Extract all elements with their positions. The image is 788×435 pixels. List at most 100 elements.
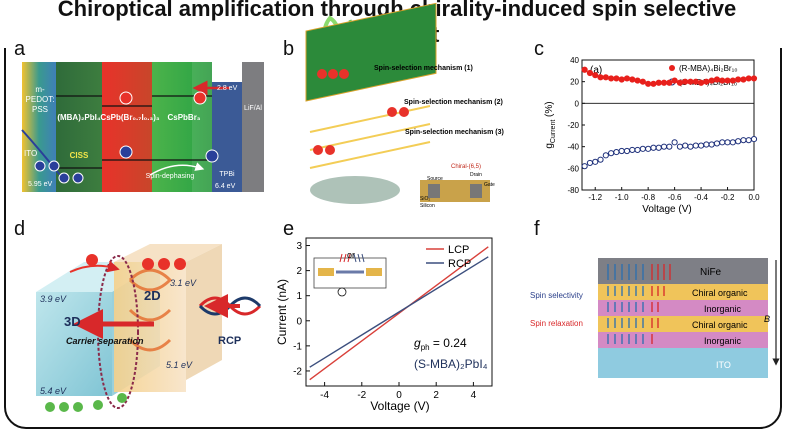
chart-c-xtick-label: -1.2	[588, 193, 602, 202]
block-2d	[114, 262, 186, 392]
chart-e-ytick-label: 0	[296, 316, 302, 327]
chart-e-compound: (S-MBA)₂PbI₄	[414, 357, 488, 371]
label-nife: NiFe	[700, 267, 722, 278]
chart-e-xtick-label: 0	[396, 390, 402, 401]
chart-e-xlabel: Voltage (V)	[370, 399, 429, 413]
label-lif: LiF/Al	[244, 105, 262, 112]
chart-e-ytick-label: -1	[293, 341, 302, 352]
label-mechanism-3: Spin-selection mechanism (3)	[405, 129, 504, 136]
label-5-4ev: 5.4 eV	[40, 386, 67, 396]
label-5-95ev: 5.95 eV	[28, 181, 52, 188]
label-carrier-separation: Carrier separation	[66, 336, 144, 346]
chart-e-line-lcp	[309, 246, 489, 381]
chart-e-ytick-label: 2	[296, 266, 302, 277]
chart-e-ylabel: Current (nA)	[275, 279, 289, 345]
label-source: Source	[427, 176, 443, 182]
label-chiral-organic-1: Chiral organic	[692, 288, 748, 298]
chart-e-legend-lcp: LCP	[448, 244, 469, 256]
chart-e-xtick-label: 4	[471, 390, 477, 401]
chart-c-ytick-label: 0	[575, 99, 580, 108]
label-inorganic-1: Inorganic	[704, 304, 742, 314]
label-ciss: CISS	[70, 151, 89, 160]
label-ito: ITO	[24, 149, 37, 158]
chart-c-point-s	[597, 156, 604, 163]
label-mechanism-2: Spin-selection mechanism (2)	[404, 99, 503, 106]
chart-c-point-s	[671, 139, 678, 146]
chart-e-g-value: gph = 0.24	[414, 336, 467, 352]
layer-chiral-1	[598, 284, 768, 300]
label-silicon: Silicon	[420, 203, 435, 209]
chart-c-point-r	[671, 77, 678, 84]
chart-c-inset-label: (a)	[590, 65, 602, 76]
chart-c-point-s	[750, 135, 758, 143]
chart-e-ytick-label: -2	[293, 366, 302, 377]
label-tpbi: TPBi	[219, 171, 235, 178]
label-rcp: RCP	[218, 335, 241, 347]
layer-nife	[598, 258, 768, 284]
label-spin-dephasing: Spin-dephasing	[146, 173, 195, 180]
label-pedot-1: m-	[35, 85, 45, 94]
layer-ito	[598, 348, 768, 378]
chart-c-xtick-label: 0.0	[748, 193, 760, 202]
chart-c-ytick-label: -80	[567, 186, 579, 195]
chart-c-ytick-label: -20	[567, 121, 579, 130]
chart-e-xtick-label: 2	[433, 390, 439, 401]
chart-c-point-s	[581, 163, 588, 170]
chart-c-point-s	[602, 152, 609, 159]
chart-c-ytick-label: -60	[567, 164, 579, 173]
nanotube-mesh	[310, 176, 400, 204]
chart-e-line-rcp	[309, 256, 489, 368]
chart-c-xtick-label: -1.0	[615, 193, 629, 202]
label-gate: Gate	[484, 182, 495, 188]
chart-c-xtick-label: -0.8	[641, 193, 655, 202]
label-2-8ev: 2.8 eV	[217, 85, 238, 92]
label-chiral-organic-2: Chiral organic	[692, 320, 748, 330]
chart-c-point-s	[666, 143, 673, 150]
panel-label-f: f	[534, 218, 540, 240]
chart-c-xtick-label: -0.4	[694, 193, 708, 202]
label-3d: 3D	[64, 314, 81, 329]
label-drain: Drain	[470, 172, 482, 178]
chart-c-point-r	[639, 78, 646, 85]
label-pedot-3: PSS	[32, 105, 48, 114]
mba-layer	[56, 62, 102, 192]
tpbi-layer	[212, 82, 242, 192]
layer-inorganic-1	[598, 300, 768, 316]
chart-e-ytick-label: 3	[296, 241, 302, 252]
label-cspbbr: CsPbBr₃	[167, 113, 200, 122]
label-5-1ev: 5.1 eV	[166, 360, 193, 370]
chart-c-xlabel: Voltage (V)	[642, 204, 691, 215]
panel-label-c: c	[534, 38, 544, 60]
chiral-crystal-block	[306, 3, 436, 101]
label-mechanism-1: Spin-selection mechanism (1)	[374, 65, 473, 72]
label-6-4ev: 6.4 eV	[215, 183, 236, 190]
layer-chiral-2	[598, 316, 768, 332]
panel-label-a: a	[14, 38, 26, 60]
chart-c-point-r	[586, 69, 594, 77]
chart-c-point-r	[666, 79, 673, 86]
panel-label-d: d	[14, 218, 26, 240]
chart-c-point-r	[581, 66, 588, 73]
chart-c-ytick-label: 40	[570, 56, 579, 65]
chart-c-ytick-label: 20	[570, 78, 579, 87]
label-pedot-2: PEDOT:	[26, 95, 55, 104]
chart-e-inset-or: or	[347, 250, 355, 260]
label-3-1ev: 3.1 eV	[170, 278, 197, 288]
panel-label-b: b	[283, 38, 295, 60]
label-sio2: SiO₂	[420, 196, 430, 202]
chart-e-ytick-label: 1	[296, 291, 302, 302]
chart-c-legend-r: (R-MBA)₄Bi₂Br₁₀	[679, 64, 738, 73]
label-spin-relaxation: Spin relaxation	[530, 319, 583, 328]
label-inorganic-2: Inorganic	[704, 336, 742, 346]
chart-e-xtick-label: -2	[357, 390, 366, 401]
label-spin-selectivity: Spin selectivity	[530, 291, 583, 300]
label-chiral: Chiral-(6,5)	[451, 164, 481, 170]
chart-e-xtick-label: -4	[320, 390, 329, 401]
chart-c-xtick-label: -0.6	[668, 193, 682, 202]
chart-e-legend-rcp: RCP	[448, 258, 471, 270]
